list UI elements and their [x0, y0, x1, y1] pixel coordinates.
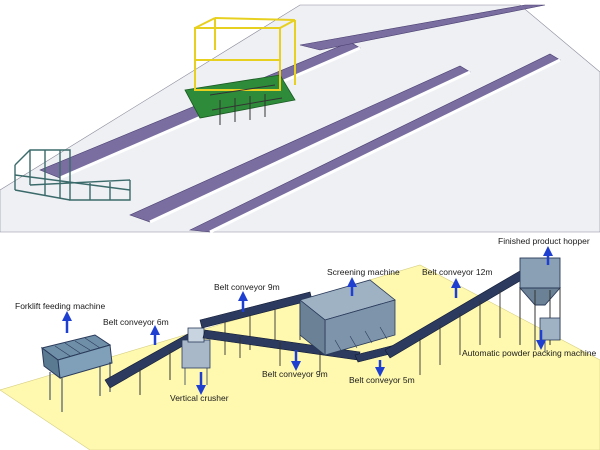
screening-machine	[299, 279, 396, 356]
groove-floor	[0, 4, 600, 233]
label-belt-conveyor-5m: Belt conveyor 5m	[349, 375, 415, 385]
label-finished-product-hopper: Finished product hopper	[498, 236, 590, 246]
label-belt-conveyor-12m: Belt conveyor 12m	[422, 267, 493, 277]
forklift-feeding-machine	[40, 334, 113, 412]
automatic-powder-packing-machine	[539, 317, 561, 352]
label-belt-conveyor-6m: Belt conveyor 6m	[103, 317, 169, 327]
label-arrows	[62, 246, 553, 395]
upper-scene-windrow	[0, 4, 600, 234]
label-belt-conveyor-9m-lower: Belt conveyor 9m	[262, 369, 328, 379]
finished-product-hopper	[519, 257, 561, 350]
label-screening-machine: Screening machine	[327, 267, 400, 277]
vertical-crusher	[181, 327, 211, 385]
label-forklift-feeding-machine: Forklift feeding machine	[15, 301, 106, 311]
lower-scene-line	[0, 246, 600, 450]
transfer-truss	[14, 149, 131, 201]
label-vertical-crusher: Vertical crusher	[170, 393, 229, 403]
channel-wall-top	[299, 4, 546, 51]
compost-turner	[184, 17, 296, 125]
label-automatic-powder-packing-machine: Automatic powder packing machine	[462, 348, 597, 358]
belt-conveyor-6m	[104, 329, 201, 395]
label-belt-conveyor-9m-upper: Belt conveyor 9m	[214, 282, 280, 292]
